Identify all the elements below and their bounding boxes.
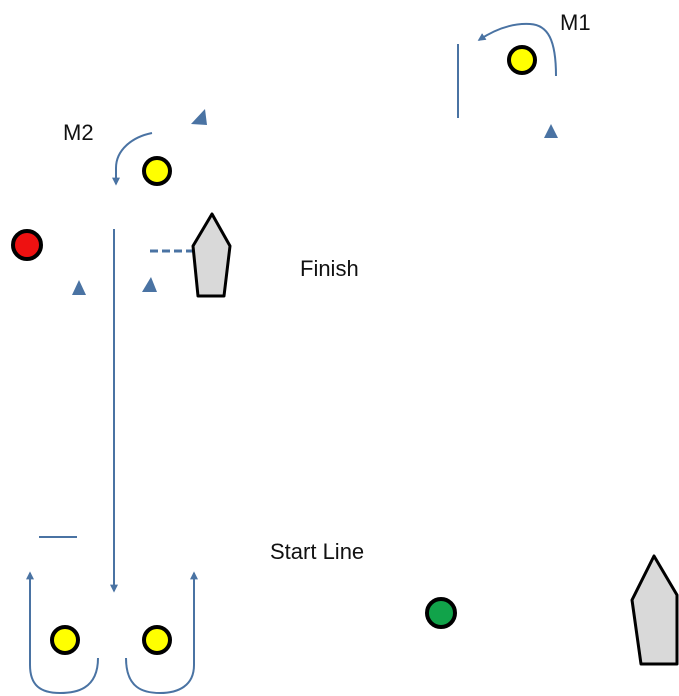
- mark-m1-yellow-buoy: [507, 45, 537, 75]
- start-group: Start Line: [26, 536, 679, 695]
- start-green-buoy: [425, 597, 457, 629]
- label-finish: Finish: [300, 256, 359, 281]
- m2-rounding-arrow: [112, 132, 153, 186]
- label-start-line: Start Line: [270, 539, 364, 564]
- label-m1: M1: [560, 10, 591, 35]
- gate-left-rounding-arrow: [26, 571, 99, 695]
- finish-red-buoy: [11, 229, 43, 261]
- mark-m2-group: M2: [63, 109, 207, 186]
- gate-right-rounding-arrow: [125, 571, 198, 695]
- m2-wind-triangle: [191, 109, 207, 125]
- label-m2: M2: [63, 120, 94, 145]
- mark-m1-group: M1: [457, 10, 591, 138]
- finish-triangle-right: [142, 277, 157, 292]
- start-committee-boat: [630, 554, 679, 666]
- m1-rounding-arrow: [477, 22, 557, 77]
- finish-group: Finish: [11, 212, 359, 298]
- gate-left-yellow-buoy: [50, 625, 80, 655]
- m1-wind-triangle: [544, 124, 558, 138]
- finish-committee-boat: [191, 212, 232, 298]
- mark-m2-yellow-buoy: [142, 156, 172, 186]
- gate-right-yellow-buoy: [142, 625, 172, 655]
- finish-triangle-left: [72, 280, 86, 295]
